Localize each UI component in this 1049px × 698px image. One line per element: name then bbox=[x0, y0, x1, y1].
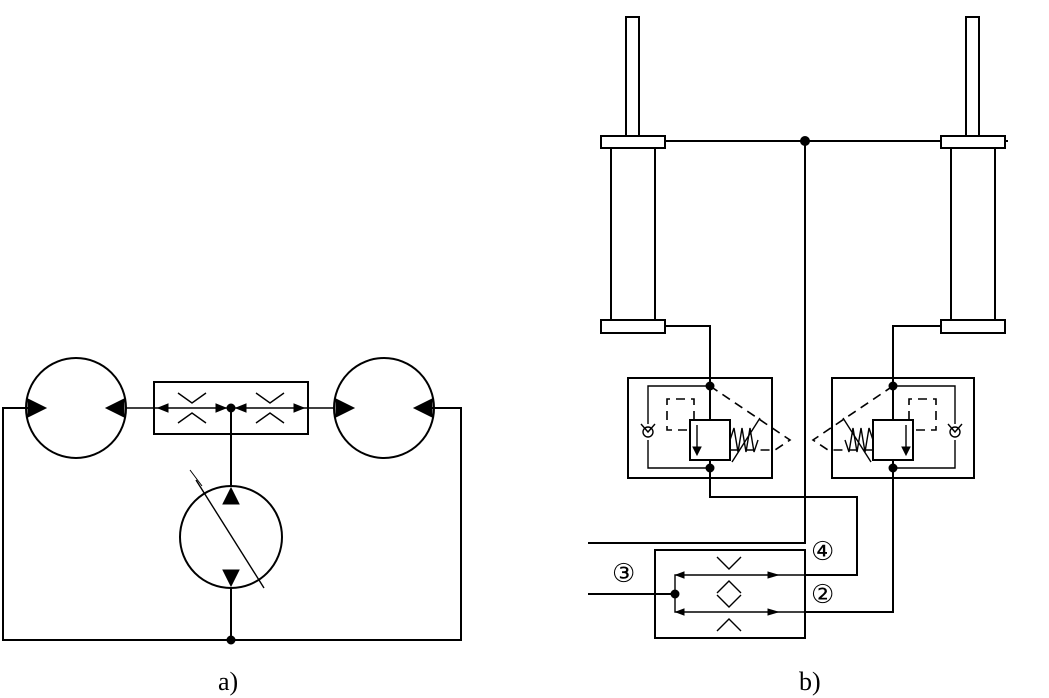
panel-a-label: a) bbox=[218, 667, 238, 696]
port-3-label: ③ bbox=[612, 559, 635, 589]
rod-end-connection bbox=[588, 136, 1008, 544]
flow-divider-valve-b bbox=[588, 549, 806, 639]
variable-displacement-pump bbox=[179, 408, 283, 640]
right-counterbalance-valve bbox=[806, 325, 975, 613]
right-hydraulic-cylinder bbox=[940, 16, 1006, 334]
port-4-label: ④ bbox=[811, 537, 834, 567]
panel-a: a) bbox=[2, 357, 462, 696]
port-2-label: ② bbox=[811, 580, 834, 610]
return-lines-a bbox=[2, 407, 462, 645]
left-hydraulic-motor bbox=[25, 357, 127, 459]
right-hydraulic-motor bbox=[333, 357, 435, 459]
left-counterbalance-valve bbox=[627, 325, 858, 576]
panel-b-label: b) bbox=[799, 667, 821, 696]
panel-b: ③ ④ ② b) bbox=[588, 16, 1008, 696]
left-hydraulic-cylinder bbox=[600, 16, 666, 334]
cross-pilot-lines bbox=[709, 385, 894, 451]
